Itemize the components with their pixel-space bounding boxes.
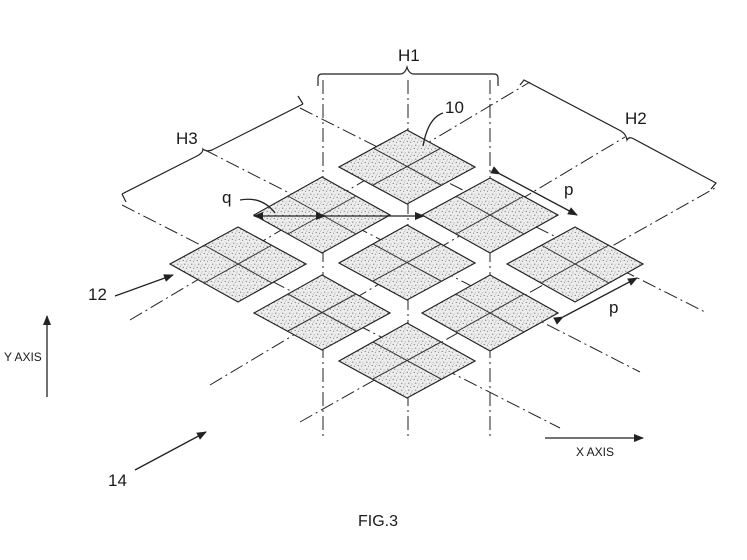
label-q: q [222, 188, 231, 207]
label-p-upper: p [564, 180, 573, 199]
label-h1: H1 [398, 46, 420, 65]
cell-10 [337, 129, 477, 205]
label-h3: H3 [176, 129, 198, 148]
pixel-cells [168, 129, 645, 399]
dimension-p-lower [553, 277, 638, 325]
arrow-14 [134, 431, 207, 471]
dimension-p-upper [490, 166, 578, 216]
brace-h3 [121, 95, 304, 203]
cell-center [337, 224, 477, 301]
cell-right-upper [420, 177, 560, 254]
figure-caption: FIG.3 [358, 513, 398, 530]
cell-bottom [337, 322, 477, 399]
label-h2: H2 [625, 109, 647, 128]
y-axis-label: Y AXIS [4, 350, 42, 364]
cell-left-upper [252, 176, 392, 254]
cell-left-lower [252, 274, 392, 351]
label-p-lower: p [609, 298, 618, 317]
brace-h2 [519, 79, 717, 190]
label-12: 12 [88, 285, 107, 304]
label-14: 14 [108, 471, 127, 490]
brace-h1 [317, 64, 499, 86]
arrow-12 [114, 274, 174, 297]
cell-far-right [505, 226, 645, 303]
leader-10 [422, 112, 444, 147]
leader-q [239, 198, 276, 214]
cell-12 [168, 226, 308, 303]
x-axis-label: X AXIS [576, 445, 614, 459]
label-10: 10 [445, 98, 464, 117]
cell-right-lower [420, 274, 560, 352]
